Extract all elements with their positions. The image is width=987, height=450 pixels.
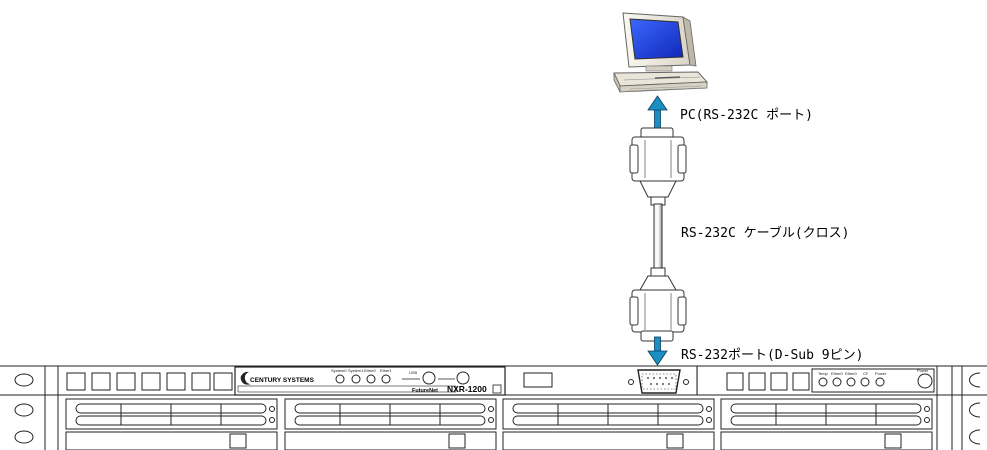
drive-bay-4: [720, 398, 933, 450]
led-label: System1: [348, 368, 364, 373]
led-label: Ether1: [380, 368, 393, 373]
drive-bay-1: [65, 398, 278, 450]
brand-text: CENTURY SYSTEMS: [250, 377, 315, 384]
model-text: NXR-1200: [447, 384, 487, 394]
century-systems-logo-icon: [240, 371, 251, 385]
led-label: Ether0: [831, 371, 844, 376]
lower-db9-connector-icon: [629, 267, 687, 342]
rs232c-cable: [653, 203, 663, 271]
serial-port-pins: [647, 377, 673, 385]
led-label: System0: [331, 368, 347, 373]
pc-computer-icon: [613, 12, 709, 93]
upper-db9-connector-icon: [629, 127, 687, 206]
product-text: FutureNet: [412, 388, 438, 394]
usb-label: USB: [409, 370, 418, 375]
drive-bay-3: [502, 398, 715, 450]
arrow-up-icon: [647, 95, 668, 129]
arrow-down-icon: [647, 336, 668, 366]
port-label: RS-232ポート(D-Sub 9ピン): [681, 348, 864, 363]
pc-label: PC(RS-232C ポート): [680, 108, 813, 123]
led-label: Power: [875, 371, 887, 376]
power-switch-label: Power: [917, 368, 929, 373]
nxr-1200-router-chassis: [0, 365, 987, 450]
drive-bay-2: [284, 398, 497, 450]
led-label: Ether0: [364, 368, 377, 373]
led-label: CF: [863, 371, 869, 376]
led-label: Ether0: [845, 371, 858, 376]
led-label: Temp: [818, 371, 829, 376]
cable-label: RS-232C ケーブル(クロス): [681, 226, 850, 241]
